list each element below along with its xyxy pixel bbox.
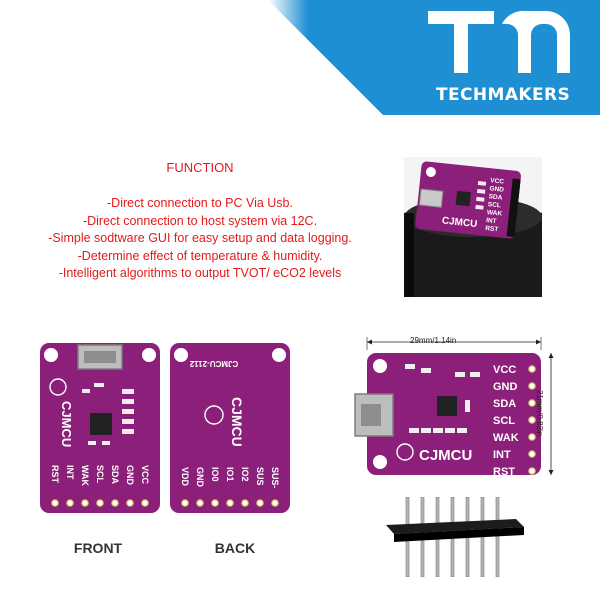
photo-pin-label: WAK	[487, 209, 503, 218]
dim-brand-label: CJMCU	[419, 447, 472, 464]
width-dimension-label: 29mm/1.14in	[410, 336, 457, 345]
photo-pin-label: SDA	[488, 193, 503, 201]
height-dimension-label: 21mm/0.82in	[535, 390, 544, 437]
photo-pin-label: INT	[486, 217, 497, 225]
function-item: -Intelligent algorithms to output TVOT/ …	[58, 266, 342, 280]
photo-pin-label: RST	[485, 225, 499, 233]
back-pin-label: IO1	[225, 467, 235, 482]
side-pin-label: GND	[493, 381, 518, 393]
back-pin-label: GND	[195, 467, 205, 488]
function-item: -Determine effect of temperature & humid…	[77, 248, 323, 263]
front-pin-label: RST	[50, 465, 60, 484]
photo-brand-label: CJMCU	[441, 215, 478, 230]
front-pin-label: WAK	[80, 465, 90, 486]
side-pin-label: RST	[493, 466, 515, 478]
side-pin-label: INT	[493, 449, 511, 461]
product-photo: CJMCU VCC GND SDA SCL WAK INT RST	[404, 157, 542, 297]
back-pin-label: IO0	[210, 467, 220, 482]
photo-pin-label: VCC	[490, 177, 505, 185]
function-item: -Direct connection to host system via 12…	[82, 213, 318, 228]
techmakers-logo	[428, 10, 570, 73]
pin-header	[386, 497, 524, 577]
side-pin-label: WAK	[493, 432, 519, 444]
function-title: FUNCTION	[166, 160, 234, 175]
back-pin-label: SUS-	[270, 467, 280, 489]
photo-pin-label: SCL	[487, 201, 501, 209]
back-pin-label: SUS	[255, 467, 265, 486]
side-pin-label: VCC	[493, 364, 516, 376]
front-pin-label: VCC	[140, 465, 150, 485]
front-brand-label: CJMCU	[59, 401, 74, 447]
front-pin-label: SCL	[95, 465, 105, 484]
photo-pin-label: GND	[489, 185, 504, 194]
front-pin-label: INT	[65, 465, 75, 480]
front-pin-label: GND	[125, 465, 135, 486]
function-list: -Direct connection to PC Via Usb. -Direc…	[0, 195, 400, 283]
back-pin-label: VDD	[180, 467, 190, 487]
back-caption: BACK	[214, 540, 256, 556]
front-board: CJMCU RST INT WAK SCL SDA GND VCC	[40, 343, 160, 513]
side-pin-label: SDA	[493, 398, 516, 410]
front-pin-label: SDA	[110, 465, 120, 485]
back-board: CJMCU-2112 CJMCU VDD GND IO0 IO1 IO2 SUS…	[170, 343, 290, 513]
side-pin-label: SCL	[493, 415, 515, 427]
back-brand-label: CJMCU	[229, 397, 245, 447]
back-pin-label: IO2	[240, 467, 250, 482]
front-caption: FRONT	[73, 540, 123, 556]
dimension-diagram: CJMCU VCC GND SDA SCL WAK INT RST	[354, 337, 554, 478]
brand-banner	[268, 0, 600, 115]
back-model-label: CJMCU-2112	[189, 359, 238, 368]
brand-name: TECHMAKERS	[436, 85, 571, 105]
function-item: -Direct connection to PC Via Usb.	[107, 196, 293, 210]
function-item: -Simple sodtware GUI for easy setup and …	[48, 231, 352, 245]
